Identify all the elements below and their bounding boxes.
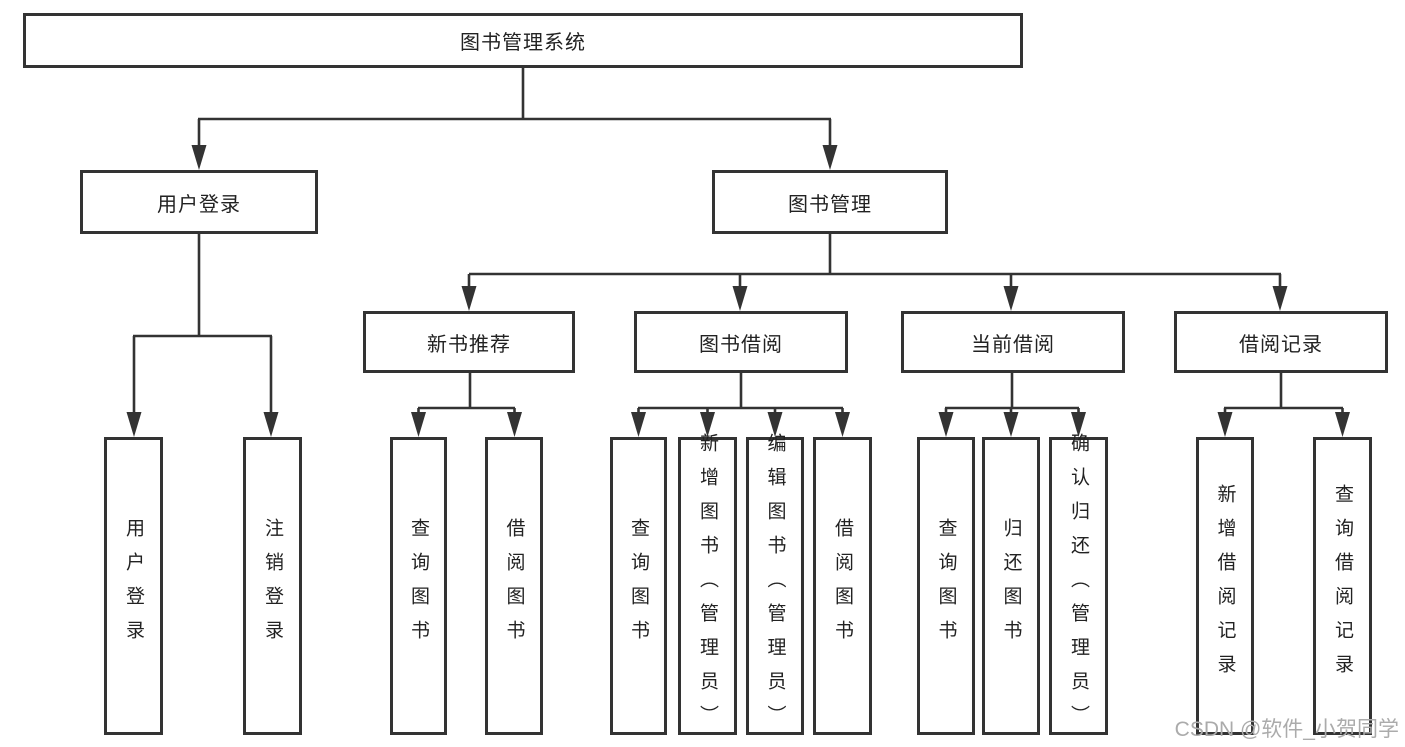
node-current-borrowing-label: 当前借阅 — [971, 333, 1055, 356]
leaf-logout: 注销登录 — [243, 437, 302, 735]
node-borrowing-records-label: 借阅记录 — [1239, 333, 1323, 356]
leaf-recommend-query-books: 查询图书 — [390, 437, 447, 735]
csdn-watermark: CSDN @软件_小贺同学 — [1174, 718, 1399, 741]
leaf-borrowing-borrow-books: 借阅图书 — [813, 437, 872, 735]
leaf-borrowing-add-books: 新增图书（管理员） — [678, 433, 737, 739]
node-user-login-label: 用户登录 — [157, 193, 241, 216]
leaf-records-add-record-label: 新增借阅记录 — [1214, 484, 1236, 688]
node-book-management: 图书管理 — [712, 170, 948, 234]
leaf-current-confirm-return: 确认归还（管理员） — [1049, 433, 1108, 739]
node-new-book-recommend-label: 新书推荐 — [427, 333, 511, 356]
leaf-borrowing-query-books: 查询图书 — [610, 437, 667, 735]
leaf-current-return-books: 归还图书 — [982, 437, 1040, 735]
node-root: 图书管理系统 — [23, 13, 1023, 68]
leaf-borrowing-borrow-books-label: 借阅图书 — [832, 518, 853, 654]
node-borrowing-records: 借阅记录 — [1174, 311, 1388, 373]
leaf-recommend-borrow-books-label: 借阅图书 — [503, 518, 525, 654]
leaf-user-login: 用户登录 — [104, 437, 163, 735]
leaf-records-query-record: 查询借阅记录 — [1313, 437, 1372, 735]
leaf-logout-label: 注销登录 — [262, 518, 283, 654]
leaf-borrowing-edit-books-label: 编辑图书（管理员） — [764, 433, 786, 739]
node-user-login: 用户登录 — [80, 170, 318, 234]
leaf-current-query-books: 查询图书 — [917, 437, 975, 735]
node-current-borrowing: 当前借阅 — [901, 311, 1125, 373]
node-book-management-label: 图书管理 — [788, 193, 872, 216]
node-book-borrowing: 图书借阅 — [634, 311, 848, 373]
leaf-recommend-query-books-label: 查询图书 — [408, 518, 429, 654]
leaf-records-add-record: 新增借阅记录 — [1196, 437, 1254, 735]
leaf-borrowing-add-books-label: 新增图书（管理员） — [697, 433, 718, 739]
leaf-borrowing-edit-books: 编辑图书（管理员） — [746, 433, 804, 739]
node-book-borrowing-label: 图书借阅 — [699, 333, 783, 356]
leaf-current-return-books-label: 归还图书 — [1000, 518, 1022, 654]
leaf-user-login-label: 用户登录 — [123, 518, 144, 654]
leaf-current-confirm-return-label: 确认归还（管理员） — [1068, 433, 1089, 739]
node-new-book-recommend: 新书推荐 — [363, 311, 575, 373]
leaf-records-query-record-label: 查询借阅记录 — [1332, 484, 1353, 688]
leaf-borrowing-query-books-label: 查询图书 — [628, 518, 649, 654]
leaf-current-query-books-label: 查询图书 — [935, 518, 957, 654]
node-root-label: 图书管理系统 — [460, 32, 586, 54]
leaf-recommend-borrow-books: 借阅图书 — [485, 437, 543, 735]
